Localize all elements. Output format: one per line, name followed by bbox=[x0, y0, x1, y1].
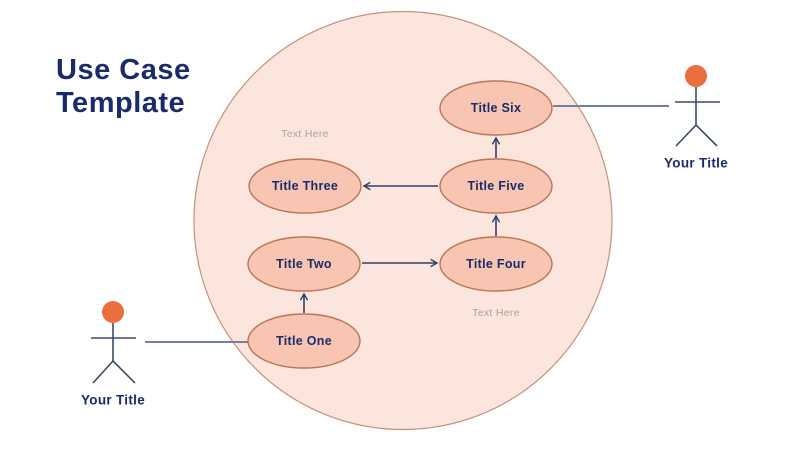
system-boundary-circle bbox=[193, 10, 613, 431]
actor-right-label: Your Title bbox=[663, 155, 729, 171]
use-case-label-six: Title Six bbox=[470, 101, 522, 115]
actor-left-label: Your Title bbox=[80, 392, 146, 408]
slide-title: Use Case Template bbox=[56, 54, 191, 120]
use-case-ellipse-six bbox=[439, 80, 553, 136]
use-case-label-three: Title Three bbox=[271, 179, 339, 193]
actor-right-figure bbox=[675, 65, 720, 147]
use-case-ellipse-two bbox=[247, 236, 361, 292]
slide-title-line-1: Use Case bbox=[56, 54, 191, 86]
use-case-ellipse-five bbox=[439, 158, 553, 214]
placeholder-text-bottom: Text Here bbox=[472, 307, 520, 319]
actor-left-leg-left bbox=[92, 360, 114, 384]
actor-right-head-icon bbox=[685, 65, 707, 87]
actor-left-figure bbox=[91, 301, 136, 384]
use-case-label-four: Title Four bbox=[466, 257, 526, 271]
placeholder-text-top: Text Here bbox=[281, 128, 329, 140]
actor-left-head-icon bbox=[102, 301, 124, 323]
use-case-ellipse-four bbox=[439, 236, 553, 292]
actor-left-leg-right bbox=[112, 360, 136, 384]
use-case-label-five: Title Five bbox=[467, 179, 525, 193]
use-case-label-one: Title One bbox=[276, 334, 332, 348]
use-case-ellipse-three bbox=[248, 158, 362, 214]
actor-right-leg-left bbox=[675, 124, 697, 147]
actor-right-leg-right bbox=[695, 124, 718, 147]
use-case-label-two: Title Two bbox=[276, 257, 332, 271]
use-case-ellipse-one bbox=[247, 313, 361, 369]
slide-title-line-2: Template bbox=[56, 87, 186, 119]
